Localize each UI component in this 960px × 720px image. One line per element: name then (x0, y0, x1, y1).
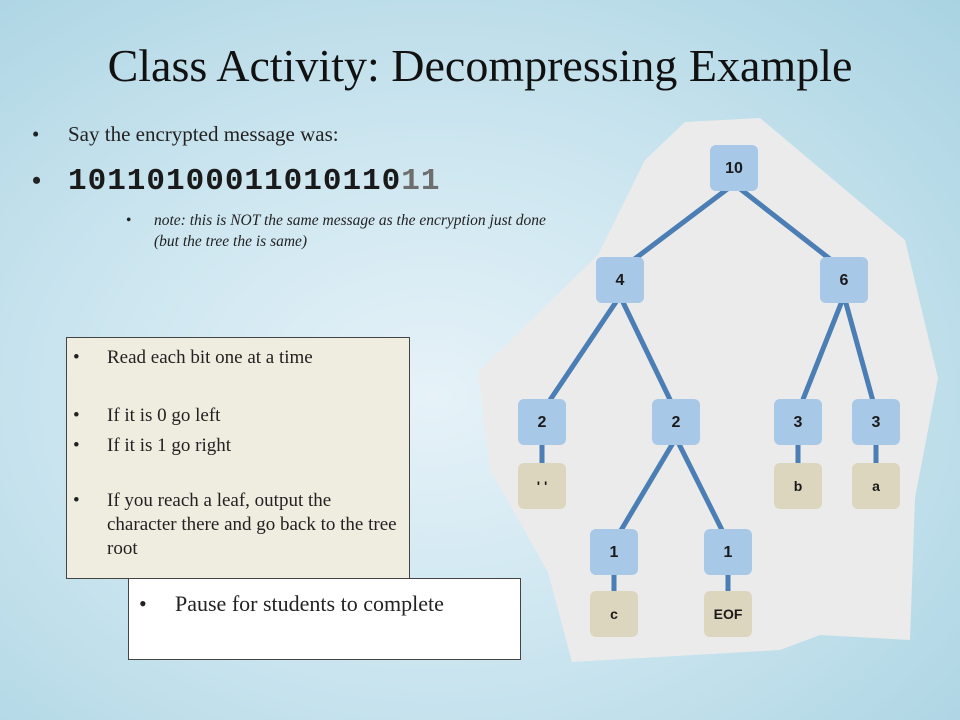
bullet-dot: • (126, 212, 132, 229)
tree-leaf: ' ' (518, 463, 566, 509)
tree-node: 3 (774, 399, 822, 445)
tree-edge (618, 182, 736, 272)
tree-edge (732, 182, 846, 272)
tree-node-label: 3 (794, 414, 803, 431)
tree-node-label: 4 (616, 272, 625, 289)
tree-node: 1 (704, 529, 752, 575)
tree-node-label: 2 (672, 414, 681, 431)
tree-node-label: 2 (538, 414, 547, 431)
tree-leaf-label: ' ' (537, 478, 548, 494)
rule-item: •If you reach a leaf, output the charact… (73, 490, 397, 559)
tree-leaf: a (852, 463, 900, 509)
tree-leaf-label: EOF (714, 606, 743, 622)
slide-title: Class Activity: Decompressing Example (107, 40, 853, 91)
tree-edge (539, 294, 623, 414)
tree-edge (795, 295, 847, 413)
pause-box: • Pause for students to complete (128, 578, 521, 660)
tree-node-label: 1 (724, 544, 733, 561)
bullet-dot: • (139, 591, 147, 616)
tree-leaf-label: a (872, 478, 880, 494)
bullet-intro: • Say the encrypted message was: (32, 122, 339, 147)
tree-leaf-label: b (794, 478, 803, 494)
note-text: note: this is NOT the same message as th… (154, 212, 546, 250)
tree-node: 10 (710, 145, 758, 191)
tree-node: 2 (652, 399, 700, 445)
tree-edge (841, 295, 879, 413)
tree-leaf: c (590, 591, 638, 637)
tree-edge (673, 436, 731, 544)
tree-node: 4 (596, 257, 644, 303)
tree-node: 1 (590, 529, 638, 575)
tree-edge (617, 294, 679, 414)
tree-leaf: EOF (704, 591, 752, 637)
encrypted-message-remaining: 11 (401, 164, 441, 199)
tree-node: 3 (852, 399, 900, 445)
tree-node: 6 (820, 257, 868, 303)
encrypted-message-decoded: 10110100011010110 (68, 164, 402, 199)
rules-box: •Read each bit one at a time •If it is 0… (66, 337, 410, 579)
tree-node-label: 3 (872, 414, 881, 431)
tree-node-label: 10 (725, 160, 743, 177)
tree-leaf: b (774, 463, 822, 509)
rule-item: •If it is 1 go right (73, 435, 232, 456)
tree-node: 2 (518, 399, 566, 445)
note: • note: this is NOT the same message as … (126, 210, 550, 252)
tree-node-label: 6 (840, 272, 849, 289)
tree-leaf-label: c (610, 606, 618, 622)
rule-item: •Read each bit one at a time (73, 347, 313, 368)
bullet-message: • 1011010001101011011 (32, 164, 440, 199)
pause-text: Pause for students to complete (175, 591, 444, 616)
intro-text: Say the encrypted message was: (68, 122, 339, 146)
tree-edge (611, 436, 679, 544)
tree-node-label: 1 (610, 544, 619, 561)
rule-item: •If it is 0 go left (73, 405, 221, 426)
bullet-dot: • (32, 166, 43, 195)
bullet-dot: • (32, 122, 40, 146)
